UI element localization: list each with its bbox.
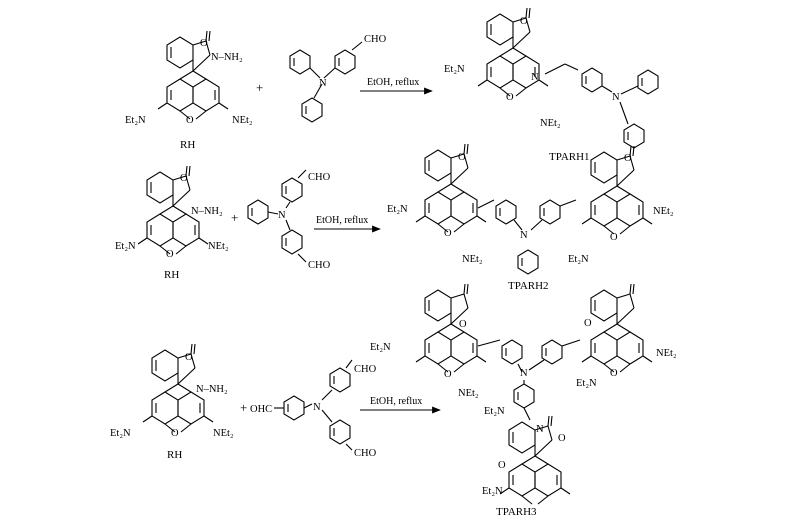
carbonyl-o-label: O	[180, 173, 188, 184]
row-1: O N–NH₂ O Et₂N NEt₂ RH + N CHO EtOH, ref…	[125, 7, 659, 163]
rh-label-3: RH	[167, 449, 182, 461]
hydrazide-label: N–NH₂	[211, 52, 243, 63]
plus-sign-1: +	[256, 80, 263, 95]
cho-label-2b: CHO	[308, 260, 331, 271]
amine-left-label: Et₂N	[370, 342, 391, 353]
cho-label-1: CHO	[364, 34, 387, 45]
n-label: N	[313, 402, 321, 413]
oxygen-label: O	[444, 369, 452, 380]
amine-left-label: Et₂N	[444, 64, 465, 75]
amine-left-label: Et₂N	[568, 254, 589, 265]
condition-3: EtOH, reflux	[370, 396, 422, 407]
hydrazide-label: N–NH₂	[196, 384, 228, 395]
plus-sign-2: +	[231, 210, 238, 225]
oxygen-label: O	[444, 228, 452, 239]
n-label: N	[520, 230, 528, 241]
carbonyl-o-label: O	[558, 433, 566, 444]
hydrazide-label: N–NH₂	[191, 206, 223, 217]
row-2: O N–NH₂ O Et₂N NEt₂ RH + N CHO CHO EtOH,…	[115, 143, 674, 292]
amine-right-label: NEt₂	[540, 118, 561, 129]
rh-structure-1: O N–NH₂ O Et₂N NEt₂	[125, 30, 253, 126]
product-name-3: TPARH3	[496, 506, 537, 518]
ohc-label: OHC	[250, 404, 272, 415]
cho-label-3a: CHO	[354, 364, 377, 375]
rh-structure-2: O N–NH₂ O Et₂N NEt₂	[115, 165, 229, 260]
amine-left-label: Et₂N	[387, 204, 408, 215]
tparh2-structure: O Et₂N O NEt₂ N O NEt₂ O Et₂N	[387, 143, 674, 275]
amine-right-label: NEt₂	[213, 428, 234, 439]
amine-right-label: NEt₂	[458, 388, 479, 399]
amine-left-label: Et₂N	[484, 406, 505, 417]
carbonyl-o-label: O	[200, 38, 208, 49]
oxygen-label: O	[186, 115, 194, 126]
rh-label-2: RH	[164, 269, 179, 281]
n-label: N	[536, 424, 544, 435]
oxygen-label: O	[166, 249, 174, 260]
amine-left-label: Et₂N	[115, 241, 136, 252]
cho-label-2a: CHO	[308, 172, 331, 183]
amine-left-label: Et₂N	[576, 378, 597, 389]
n-label: N	[278, 210, 286, 221]
product-name-2: TPARH2	[508, 280, 549, 292]
carbonyl-o-label: O	[584, 318, 592, 329]
tpa-dialdehyde: N CHO CHO	[247, 169, 331, 271]
rh-label-1: RH	[180, 139, 195, 151]
amine-right-label: NEt₂	[462, 254, 483, 265]
amine-left-label: Et₂N	[125, 115, 146, 126]
tpa-aldehyde-1: N CHO	[289, 34, 387, 123]
rh-structure-3: O N–NH₂ O Et₂N NEt₂	[110, 343, 234, 439]
amine-left-label: Et₂N	[482, 486, 503, 497]
condition-2: EtOH, reflux	[316, 215, 368, 226]
carbonyl-o-label: O	[624, 153, 632, 164]
n-label: N	[520, 368, 528, 379]
carbonyl-o-label: O	[459, 319, 467, 330]
oxygen-label: O	[506, 92, 514, 103]
plus-sign-3: +	[240, 400, 247, 415]
amine-right-label: NEt₂	[232, 115, 253, 126]
condition-1: EtOH, reflux	[367, 77, 419, 88]
oxygen-label: O	[498, 460, 506, 471]
n-label: N	[612, 92, 620, 103]
amine-left-label: Et₂N	[110, 428, 131, 439]
tpa-trialdehyde: N CHO CHO	[274, 359, 377, 459]
n-label: N	[531, 72, 539, 83]
tparh1-structure: O N Et₂N O NEt₂ N	[444, 7, 659, 149]
oxygen-label: O	[171, 428, 179, 439]
amine-right-label: NEt₂	[208, 241, 229, 252]
carbonyl-o-label: O	[185, 352, 193, 363]
n-label: N	[319, 78, 327, 89]
tparh3-structure: O Et₂N O NEt₂ N O NEt₂ O Et₂N N O	[370, 283, 677, 505]
cho-label-3b: CHO	[354, 448, 377, 459]
product-name-1: TPARH1	[549, 151, 590, 163]
row-3: O N–NH₂ O Et₂N NEt₂ RH + OHC N CHO CHO E…	[110, 283, 677, 518]
carbonyl-o-label: O	[458, 152, 466, 163]
carbonyl-o-label: O	[520, 16, 528, 27]
amine-right-label: NEt₂	[653, 206, 674, 217]
amine-right-label: NEt₂	[656, 348, 677, 359]
oxygen-label: O	[610, 232, 618, 243]
oxygen-label: O	[610, 368, 618, 379]
